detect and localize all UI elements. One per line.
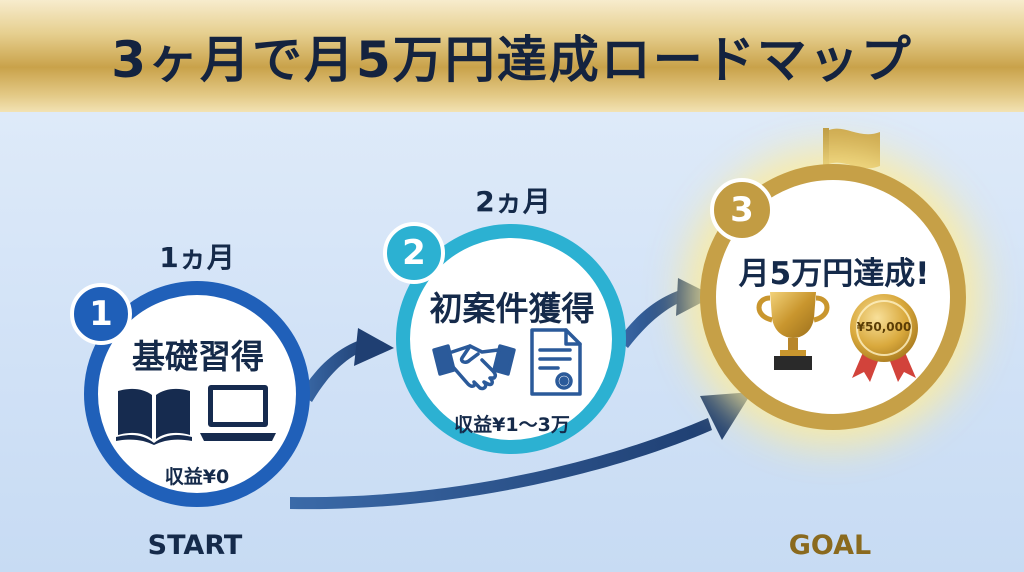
laptop-icon [200, 385, 276, 441]
page-title: 3ヶ月で月5万円達成ロードマップ [111, 31, 913, 89]
step3-label: 月5万円達成! [738, 256, 930, 292]
medal-amount: ¥50,000 [856, 320, 912, 334]
goal-label: GOAL [788, 530, 872, 561]
long-arrow [290, 392, 752, 510]
step1-number-badge: 1 [70, 283, 132, 345]
start-label: START [147, 530, 243, 561]
open-book-icon [116, 388, 192, 445]
title-banner: 3ヶ月で月5万円達成ロードマップ [0, 0, 1024, 112]
contract-document-icon [530, 328, 582, 396]
trophy-icon [756, 292, 830, 370]
arrow-step2-to-step3 [618, 278, 714, 348]
handshake-icon [432, 344, 516, 391]
step3-number-badge: 3 [710, 178, 774, 242]
step2-income: 収益¥1～3万 [454, 414, 570, 436]
arrow-step1-to-step2 [300, 328, 394, 402]
step1-label: 基礎習得 [132, 337, 264, 376]
step2-number-badge: 2 [383, 222, 445, 284]
step2-label: 初案件獲得 [429, 289, 595, 328]
medal-icon [850, 294, 918, 382]
step1-month-label: 1ヵ月 [159, 241, 235, 274]
step2-month-label: 2ヵ月 [475, 185, 551, 218]
step1-income: 収益¥0 [164, 466, 230, 488]
